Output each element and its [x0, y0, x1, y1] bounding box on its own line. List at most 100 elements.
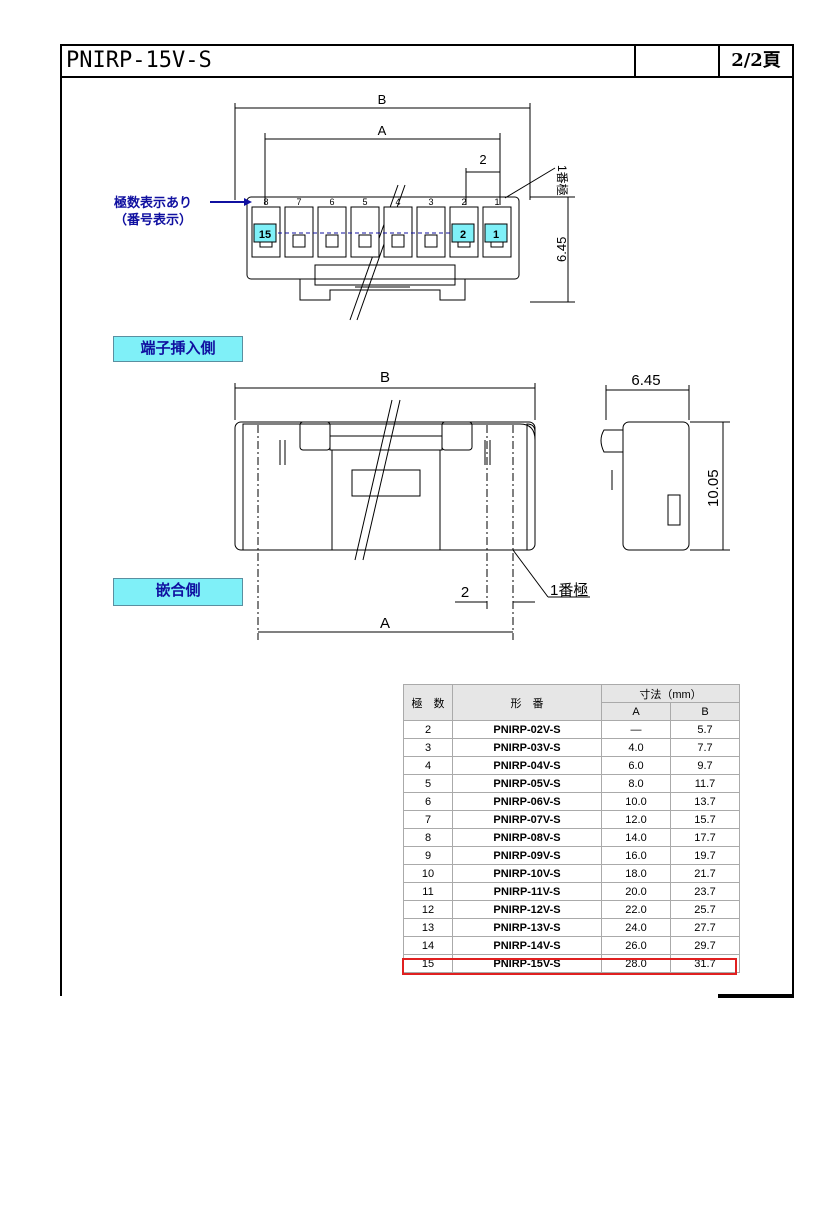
poles-cell: 4 — [403, 756, 453, 775]
dim-a-cell: 16.0 — [601, 846, 671, 865]
dim-b-label: B — [378, 92, 387, 107]
dim-b-cell: 13.7 — [670, 792, 740, 811]
part-number-cell: PNIRP-06V-S — [452, 792, 602, 811]
part-number-cell: PNIRP-10V-S — [452, 864, 602, 883]
col-poles-header: 極 数 — [403, 684, 453, 721]
dim-b-cell: 9.7 — [670, 756, 740, 775]
dim-a-cell: 20.0 — [601, 882, 671, 901]
part-number-cell: PNIRP-13V-S — [452, 918, 602, 937]
front-dim-b-label: B — [380, 369, 390, 386]
front-dim-a-label: A — [380, 615, 390, 632]
dim-b-cell: 25.7 — [670, 900, 740, 919]
col-b-header: B — [670, 702, 740, 721]
poles-cell: 10 — [403, 864, 453, 883]
title-block: PNIRP-15V-S 2/2頁 — [60, 44, 794, 78]
poles-cell: 11 — [403, 882, 453, 901]
pin-number: 2 — [461, 197, 466, 207]
col-dim-header: 寸法（mm） — [601, 684, 740, 703]
pin-number: 8 — [263, 197, 268, 207]
dim-a-cell: 4.0 — [601, 738, 671, 757]
side-height-label: 10.05 — [705, 469, 722, 507]
page-number: 2/2頁 — [731, 50, 781, 71]
col-a-header: A — [601, 702, 671, 721]
dim-a-cell: 8.0 — [601, 774, 671, 793]
part-number-cell: PNIRP-14V-S — [452, 936, 602, 955]
dim-a-cell: 18.0 — [601, 864, 671, 883]
col-part-header: 形 番 — [452, 684, 602, 721]
poles-cell: 9 — [403, 846, 453, 865]
dim-a-cell: 12.0 — [601, 810, 671, 829]
dim-b-cell: 21.7 — [670, 864, 740, 883]
dim-a-cell: 26.0 — [601, 936, 671, 955]
pin-number: 1 — [494, 197, 499, 207]
tag-15: 15 — [259, 229, 271, 241]
document-title: PNIRP-15V-S — [62, 46, 636, 76]
highlight-row-box — [402, 958, 737, 975]
poles-cell: 14 — [403, 936, 453, 955]
poles-cell: 7 — [403, 810, 453, 829]
part-number-cell: PNIRP-08V-S — [452, 828, 602, 847]
poles-cell: 13 — [403, 918, 453, 937]
dim-b-cell: 27.7 — [670, 918, 740, 937]
dim-b-cell: 19.7 — [670, 846, 740, 865]
height-label: 6.45 — [554, 237, 569, 262]
callout-text: 極数表示あり — [113, 195, 192, 210]
part-number-cell: PNIRP-04V-S — [452, 756, 602, 775]
tag-2: 2 — [460, 229, 466, 241]
part-number-cell: PNIRP-09V-S — [452, 846, 602, 865]
dim-a-cell: — — [601, 720, 671, 739]
part-number-cell: PNIRP-05V-S — [452, 774, 602, 793]
poles-cell: 5 — [403, 774, 453, 793]
dim-a-cell: 10.0 — [601, 792, 671, 811]
pin-number: 6 — [329, 197, 334, 207]
poles-cell: 6 — [403, 792, 453, 811]
poles-cell: 12 — [403, 900, 453, 919]
dim-b-cell: 15.7 — [670, 810, 740, 829]
dim-b-cell: 7.7 — [670, 738, 740, 757]
tag-1: 1 — [493, 229, 499, 241]
bottom-rule — [718, 994, 794, 998]
dim-b-cell: 29.7 — [670, 936, 740, 955]
title-blank-cell — [636, 46, 720, 76]
part-number-cell: PNIRP-03V-S — [452, 738, 602, 757]
front-pitch-label: 2 — [461, 584, 469, 601]
pole-number-tags: 15 2 1 — [253, 223, 508, 243]
part-number-cell: PNIRP-11V-S — [452, 882, 602, 901]
pin-number: 7 — [296, 197, 301, 207]
insert-side-label: 端子挿入側 — [113, 336, 243, 362]
dim-b-cell: 23.7 — [670, 882, 740, 901]
pole1-label: 1番極 — [555, 165, 570, 196]
dim-b-cell: 11.7 — [670, 774, 740, 793]
part-number-cell: PNIRP-12V-S — [452, 900, 602, 919]
side-depth-label: 6.45 — [631, 372, 660, 389]
pitch-label: 2 — [479, 152, 486, 167]
poles-cell: 8 — [403, 828, 453, 847]
dim-a-label: A — [378, 123, 387, 138]
pin-number: 3 — [428, 197, 433, 207]
dim-a-cell: 14.0 — [601, 828, 671, 847]
dim-a-cell: 6.0 — [601, 756, 671, 775]
dim-a-cell: 24.0 — [601, 918, 671, 937]
callout-subtext: （番号表示） — [114, 212, 192, 227]
dim-b-cell: 5.7 — [670, 720, 740, 739]
front-pole1-label: 1番極 — [550, 582, 588, 599]
mating-side-label: 嵌合側 — [113, 578, 243, 606]
part-number-cell: PNIRP-02V-S — [452, 720, 602, 739]
part-number-cell: PNIRP-07V-S — [452, 810, 602, 829]
poles-cell: 3 — [403, 738, 453, 757]
pin-number: 4 — [395, 197, 400, 207]
